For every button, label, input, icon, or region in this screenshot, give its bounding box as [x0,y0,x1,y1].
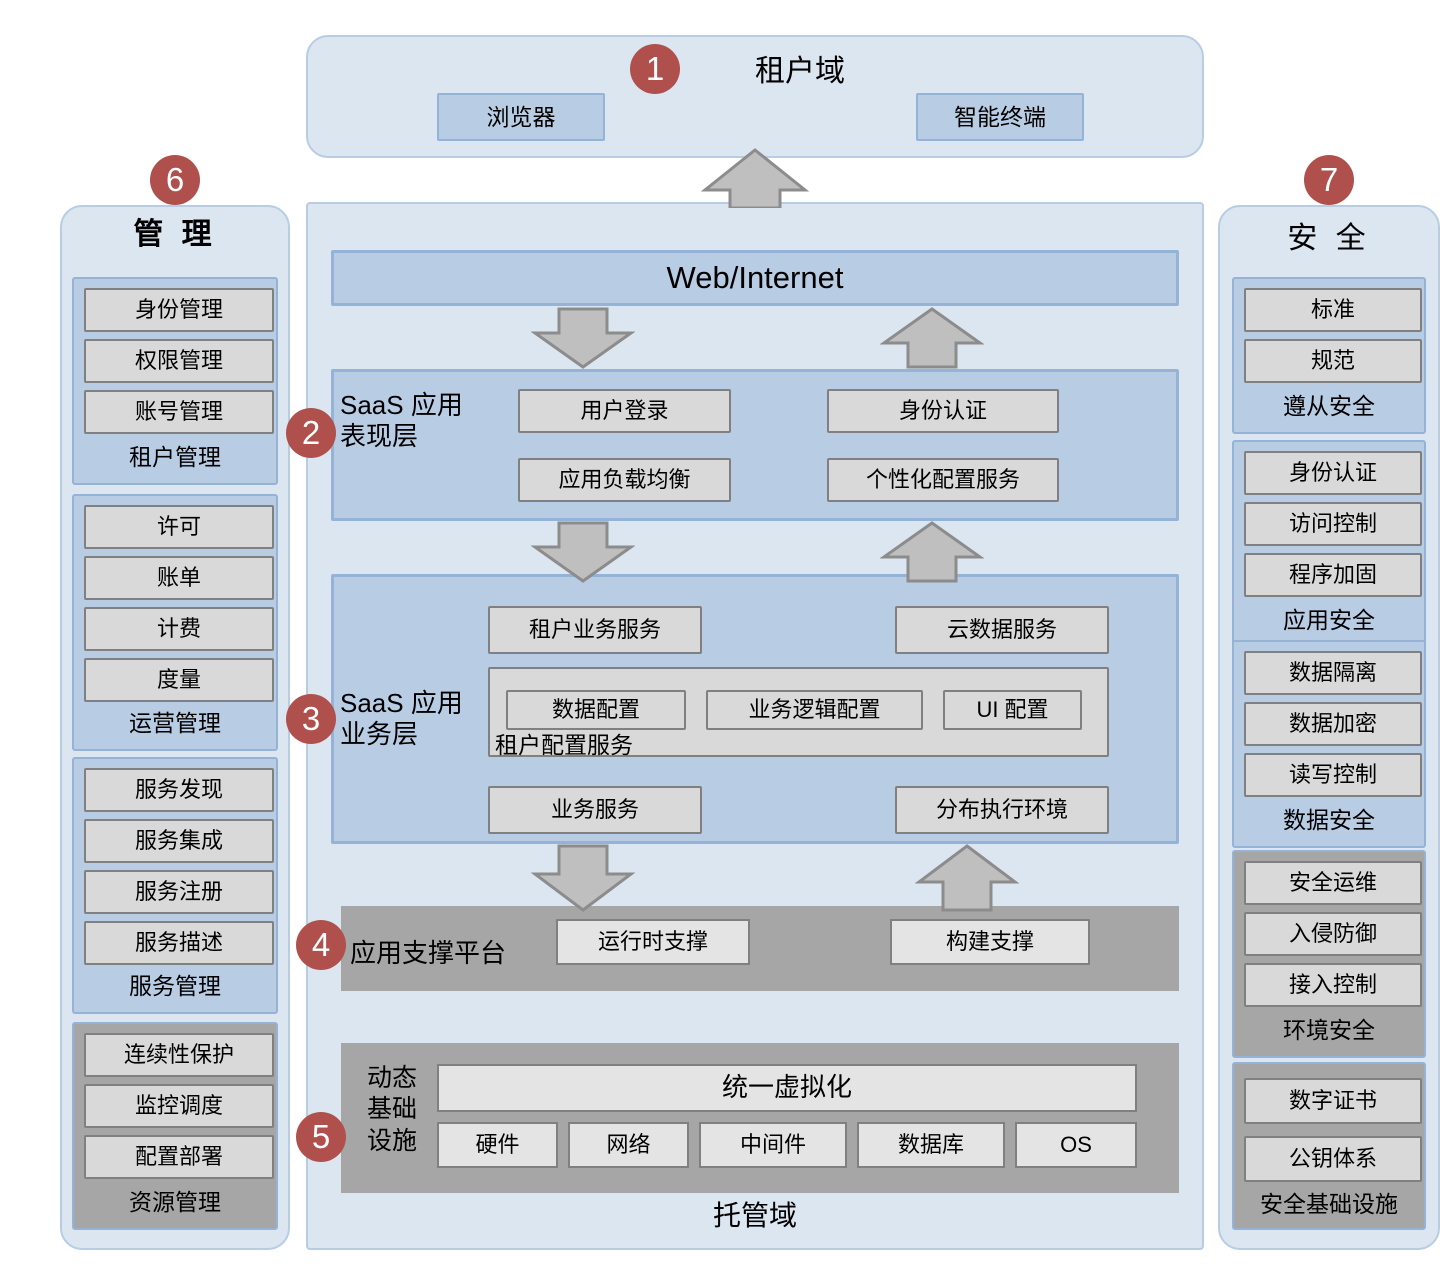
client-smart-terminal-box[interactable]: 智能终端 [916,93,1084,141]
security-group-label-data: 数据安全 [1283,806,1375,833]
management-item-account[interactable]: 账号管理 [84,390,274,434]
box-runtime-support[interactable]: 运行时支撑 [556,919,750,965]
box-hardware[interactable]: 硬件 [437,1122,558,1168]
box-tenant-business-service[interactable]: 租户业务服务 [488,606,702,654]
management-item-service-description[interactable]: 服务描述 [84,921,274,965]
management-item-config-deployment[interactable]: 配置部署 [84,1135,274,1179]
badge-5: 5 [296,1112,346,1162]
arrow-up-to-tenant-domain [700,148,810,208]
security-group-compliance: 标准 规范 遵从安全 [1232,277,1426,434]
arrow-down-presentation-to-business [531,521,635,583]
infrastructure-label-line2: 基础 [366,1095,417,1124]
management-group-label-service: 服务管理 [129,972,221,999]
security-item-identity-auth[interactable]: 身份认证 [1244,451,1422,495]
presentation-label-line1: SaaS 应用 [340,390,463,420]
security-group-label-environment: 环境安全 [1283,1016,1375,1043]
infrastructure-label-line3: 设施 [366,1126,417,1155]
business-label-line2: 业务层 [340,718,419,749]
security-item-intrusion-prevention[interactable]: 入侵防御 [1244,912,1422,956]
box-middleware[interactable]: 中间件 [699,1122,847,1168]
box-data-config[interactable]: 数据配置 [506,690,686,730]
box-os[interactable]: OS [1015,1122,1137,1168]
security-item-access-control[interactable]: 访问控制 [1244,502,1422,546]
badge-4: 4 [296,920,346,970]
management-item-metering[interactable]: 度量 [84,658,274,702]
box-identity-authentication[interactable]: 身份认证 [827,389,1059,433]
management-item-permission[interactable]: 权限管理 [84,339,274,383]
management-item-identity[interactable]: 身份管理 [84,288,274,332]
management-group-service: 服务发现 服务集成 服务注册 服务描述 服务管理 [72,757,278,1014]
application-support-platform-label: 应用支撑平台 [350,938,507,968]
management-item-license[interactable]: 许可 [84,505,274,549]
box-distributed-execution-env[interactable]: 分布执行环境 [895,786,1109,834]
management-item-monitor-scheduling[interactable]: 监控调度 [84,1084,274,1128]
arrow-down-web-to-presentation [531,307,635,369]
badge-7: 7 [1304,155,1354,205]
badge-3: 3 [286,694,336,744]
infrastructure-label-line1: 动态 [366,1064,417,1092]
management-item-charging[interactable]: 计费 [84,607,274,651]
management-panel-title: 管 理 [133,217,217,251]
box-ui-config[interactable]: UI 配置 [943,690,1082,730]
security-group-data: 数据隔离 数据加密 读写控制 数据安全 [1232,640,1426,848]
management-group-tenant: 身份管理 权限管理 账号管理 租户管理 [72,277,278,485]
client-browser-box[interactable]: 浏览器 [437,93,605,141]
hosting-domain-footer-label: 托管域 [712,1199,797,1231]
security-item-pki[interactable]: 公钥体系 [1244,1136,1422,1182]
security-item-access-admission-control[interactable]: 接入控制 [1244,963,1422,1007]
security-item-standard[interactable]: 标准 [1244,288,1422,332]
box-network[interactable]: 网络 [568,1122,689,1168]
box-app-load-balance[interactable]: 应用负载均衡 [518,458,731,502]
security-group-label-application: 应用安全 [1283,606,1375,633]
tenant-config-service-label: 租户配置服务 [495,732,633,758]
arrow-up-business-to-presentation [880,521,984,583]
management-group-label-resource: 资源管理 [129,1188,221,1215]
security-group-label-infrastructure: 安全基础设施 [1260,1190,1398,1217]
saas-business-layer-label: SaaS 应用 业务层 [340,688,510,768]
security-item-specification[interactable]: 规范 [1244,339,1422,383]
box-build-support[interactable]: 构建支撑 [890,919,1090,965]
badge-2: 2 [286,408,336,458]
security-group-infrastructure: 数字证书 公钥体系 安全基础设施 [1232,1062,1426,1230]
security-group-label-compliance: 遵从安全 [1283,392,1375,419]
management-group-operations: 许可 账单 计费 度量 运营管理 [72,494,278,751]
security-group-application: 身份认证 访问控制 程序加固 应用安全 [1232,440,1426,648]
box-business-logic-config[interactable]: 业务逻辑配置 [706,690,923,730]
box-database[interactable]: 数据库 [857,1122,1005,1168]
management-item-service-registration[interactable]: 服务注册 [84,870,274,914]
security-item-read-write-control[interactable]: 读写控制 [1244,753,1422,797]
arrow-up-presentation-to-web [880,307,984,369]
dynamic-infrastructure-label: 动态 基础 设施 [357,1063,427,1173]
business-label-line1: SaaS 应用 [340,688,463,718]
security-item-data-isolation[interactable]: 数据隔离 [1244,651,1422,695]
management-group-resource: 连续性保护 监控调度 配置部署 资源管理 [72,1022,278,1230]
box-unified-virtualization[interactable]: 统一虚拟化 [437,1064,1137,1112]
management-group-label-tenant: 租户管理 [129,443,221,470]
management-item-service-discovery[interactable]: 服务发现 [84,768,274,812]
saas-presentation-layer-label: SaaS 应用 表现层 [340,390,510,470]
box-personalized-config-service[interactable]: 个性化配置服务 [827,458,1059,502]
management-item-continuity-protection[interactable]: 连续性保护 [84,1033,274,1077]
security-item-digital-certificate[interactable]: 数字证书 [1244,1078,1422,1124]
security-group-environment: 安全运维 入侵防御 接入控制 环境安全 [1232,850,1426,1058]
arrow-down-business-to-support [531,844,635,912]
badge-6: 6 [150,155,200,205]
security-item-program-hardening[interactable]: 程序加固 [1244,553,1422,597]
presentation-label-line2: 表现层 [340,420,419,451]
security-panel-title: 安 全 [1287,221,1371,255]
box-user-login[interactable]: 用户登录 [518,389,731,433]
security-item-data-encryption[interactable]: 数据加密 [1244,702,1422,746]
box-cloud-data-service[interactable]: 云数据服务 [895,606,1109,654]
management-item-bill[interactable]: 账单 [84,556,274,600]
tenant-domain-title: 租户域 [755,54,845,88]
arrow-up-support-to-business [915,844,1019,912]
box-business-service[interactable]: 业务服务 [488,786,702,834]
management-item-service-integration[interactable]: 服务集成 [84,819,274,863]
management-group-label-operations: 运营管理 [129,709,221,736]
badge-1: 1 [630,44,680,94]
security-item-secure-ops[interactable]: 安全运维 [1244,861,1422,905]
web-internet-band: Web/Internet [331,250,1179,306]
